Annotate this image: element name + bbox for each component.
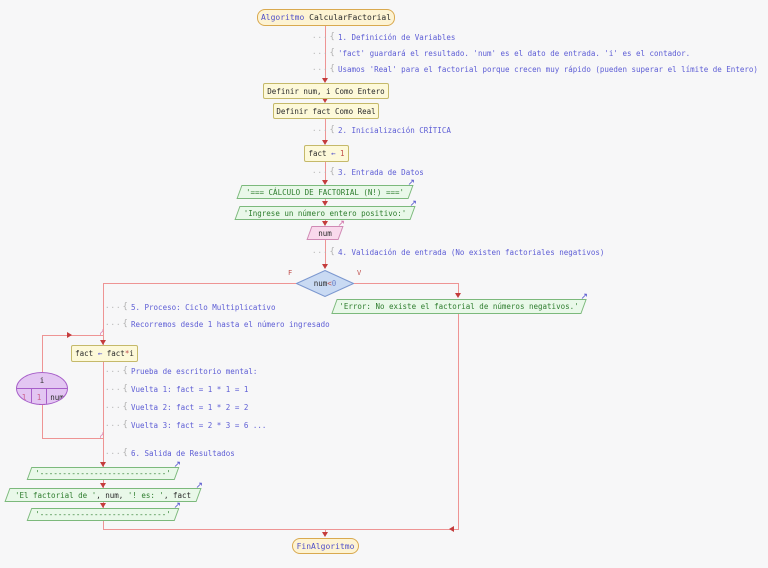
flow-line-true-branch bbox=[353, 283, 458, 284]
flow-arrow-icon bbox=[322, 180, 328, 185]
multiply-operator: * bbox=[124, 349, 130, 358]
flow-arrow-icon bbox=[322, 78, 328, 83]
header-output[interactable]: '=== CÁLCULO DE FACTORIAL (N!) ===' ↗ bbox=[236, 178, 415, 199]
decision-condition: num<0 bbox=[313, 279, 337, 288]
assign-arrow: ← bbox=[97, 349, 107, 358]
flow-arrow-icon bbox=[322, 221, 328, 226]
flow-arrow-icon bbox=[100, 340, 106, 345]
error-output-label: 'Error: No existe el factorial de número… bbox=[339, 302, 579, 311]
write-icon: ↗ bbox=[173, 460, 181, 470]
flow-arrow-icon bbox=[100, 503, 106, 508]
flow-arrow-icon bbox=[322, 140, 328, 145]
comment[interactable]: ···{'fact' guardará el resultado. 'num' … bbox=[312, 48, 691, 58]
write-icon: ↗ bbox=[195, 481, 203, 491]
for-loop-header[interactable]: i 1 1 num bbox=[16, 372, 68, 405]
comment[interactable]: ···{4. Validación de entrada (No existen… bbox=[312, 247, 605, 257]
init-value: 1 bbox=[340, 149, 345, 158]
comment[interactable]: ···{Vuelta 1: fact = 1 * 1 = 1 bbox=[105, 384, 249, 394]
multiply-lhs: fact bbox=[106, 349, 125, 358]
multiply-process[interactable]: fact ← fact*i bbox=[71, 345, 138, 362]
declare-int-process[interactable]: Definir num, i Como Entero bbox=[263, 83, 389, 99]
num-input-label: num bbox=[318, 228, 332, 238]
flow-line bbox=[458, 283, 459, 293]
prompt-output-label: 'Ingrese un número entero positivo:' bbox=[243, 208, 407, 218]
comment[interactable]: ···{3. Entrada de Datos bbox=[312, 167, 424, 177]
false-branch-label: F bbox=[288, 269, 293, 277]
start-terminal[interactable]: Algoritmo CalcularFactorial bbox=[257, 9, 395, 26]
start-keyword: Algoritmo bbox=[260, 13, 310, 22]
header-output-label: '=== CÁLCULO DE FACTORIAL (N!) ===' bbox=[245, 187, 405, 197]
separator-output-1[interactable]: '----------------------------' ↗ bbox=[26, 460, 181, 480]
write-icon: ↗ bbox=[173, 501, 181, 511]
flow-line-merge bbox=[103, 529, 458, 530]
flow-line bbox=[325, 117, 326, 140]
declare-real-label: Definir fact Como Real bbox=[276, 106, 376, 116]
comment[interactable]: ···{Vuelta 2: fact = 1 * 2 = 2 bbox=[105, 402, 249, 412]
flow-line bbox=[325, 529, 326, 532]
flow-arrow-icon bbox=[455, 293, 461, 298]
init-target: fact bbox=[308, 149, 332, 158]
loop-to: num bbox=[50, 392, 64, 402]
loop-step: 1 bbox=[32, 389, 47, 404]
assign-arrow: ← bbox=[331, 149, 341, 158]
junction-mark-icon: ~ bbox=[95, 429, 110, 442]
loop-return-line bbox=[42, 335, 43, 372]
flow-arrow-icon bbox=[100, 483, 106, 488]
error-output[interactable]: 'Error: No existe el factorial de número… bbox=[331, 292, 588, 314]
loop-from: 1 bbox=[17, 389, 32, 404]
flow-arrow-icon bbox=[67, 332, 72, 338]
diamond-shape bbox=[295, 269, 355, 298]
flow-line bbox=[325, 24, 326, 78]
flow-line bbox=[325, 160, 326, 180]
init-fact-process[interactable]: fact ← 1 bbox=[304, 145, 349, 162]
flow-arrow-icon bbox=[322, 264, 328, 269]
write-icon: ↗ bbox=[407, 178, 415, 188]
flow-line bbox=[325, 240, 326, 264]
comment[interactable]: ···{Usamos 'Real' para el factorial porq… bbox=[312, 64, 758, 74]
separator-label: '----------------------------' bbox=[35, 469, 171, 478]
comment[interactable]: ···{Vuelta 3: fact = 2 * 3 = 6 ... bbox=[105, 420, 267, 430]
read-icon: ↗ bbox=[337, 219, 345, 229]
flow-arrow-icon bbox=[322, 532, 328, 537]
flow-arrow-icon bbox=[322, 98, 328, 103]
loop-return-line bbox=[42, 405, 43, 438]
comment[interactable]: ···{6. Salida de Resultados bbox=[105, 448, 235, 458]
algorithm-name: CalcularFactorial bbox=[309, 13, 392, 22]
comment[interactable]: ···{Prueba de escritorio mental: bbox=[105, 366, 258, 376]
num-input[interactable]: num ↗ bbox=[306, 219, 345, 240]
comment[interactable]: ···{Recorremos desde 1 hasta el número i… bbox=[105, 319, 330, 329]
flow-line bbox=[458, 314, 459, 530]
flow-line bbox=[325, 199, 326, 202]
prompt-output[interactable]: 'Ingrese un número entero positivo:' ↗ bbox=[234, 199, 417, 220]
declare-int-label: Definir num, i Como Entero bbox=[267, 86, 385, 96]
end-terminal[interactable]: FinAlgoritmo bbox=[292, 538, 359, 554]
flow-line-false-branch bbox=[103, 283, 297, 284]
comment[interactable]: ···{5. Proceso: Ciclo Multiplicativo bbox=[105, 302, 276, 312]
loop-return-line bbox=[42, 335, 103, 336]
multiply-rhs: i bbox=[129, 349, 134, 358]
write-icon: ↗ bbox=[580, 292, 588, 302]
true-branch-label: V bbox=[357, 269, 362, 277]
multiply-target: fact bbox=[75, 349, 98, 358]
write-icon: ↗ bbox=[409, 199, 417, 209]
result-output[interactable]: 'El factorial de ', num, '! es: ', fact … bbox=[4, 481, 203, 502]
separator-label: '----------------------------' bbox=[35, 510, 171, 519]
loop-bounds: 1 1 num bbox=[17, 388, 67, 404]
flow-arrow-icon bbox=[100, 462, 106, 467]
flow-arrow-icon bbox=[322, 201, 328, 206]
flow-line bbox=[103, 283, 104, 530]
flow-arrow-icon bbox=[449, 526, 454, 532]
end-keyword: FinAlgoritmo bbox=[296, 541, 355, 551]
loop-variable: i bbox=[39, 376, 45, 385]
result-output-label: 'El factorial de ', num, '! es: ', fact bbox=[14, 490, 192, 500]
separator-output-2[interactable]: '----------------------------' ↗ bbox=[26, 501, 181, 521]
negative-check-decision[interactable]: num<0 bbox=[295, 269, 355, 298]
loop-return-line bbox=[42, 438, 103, 439]
comment[interactable]: ···{1. Definición de Variables bbox=[312, 32, 456, 42]
declare-real-process[interactable]: Definir fact Como Real bbox=[273, 103, 379, 119]
comment[interactable]: ···{2. Inicialización CRÍTICA bbox=[312, 125, 451, 135]
